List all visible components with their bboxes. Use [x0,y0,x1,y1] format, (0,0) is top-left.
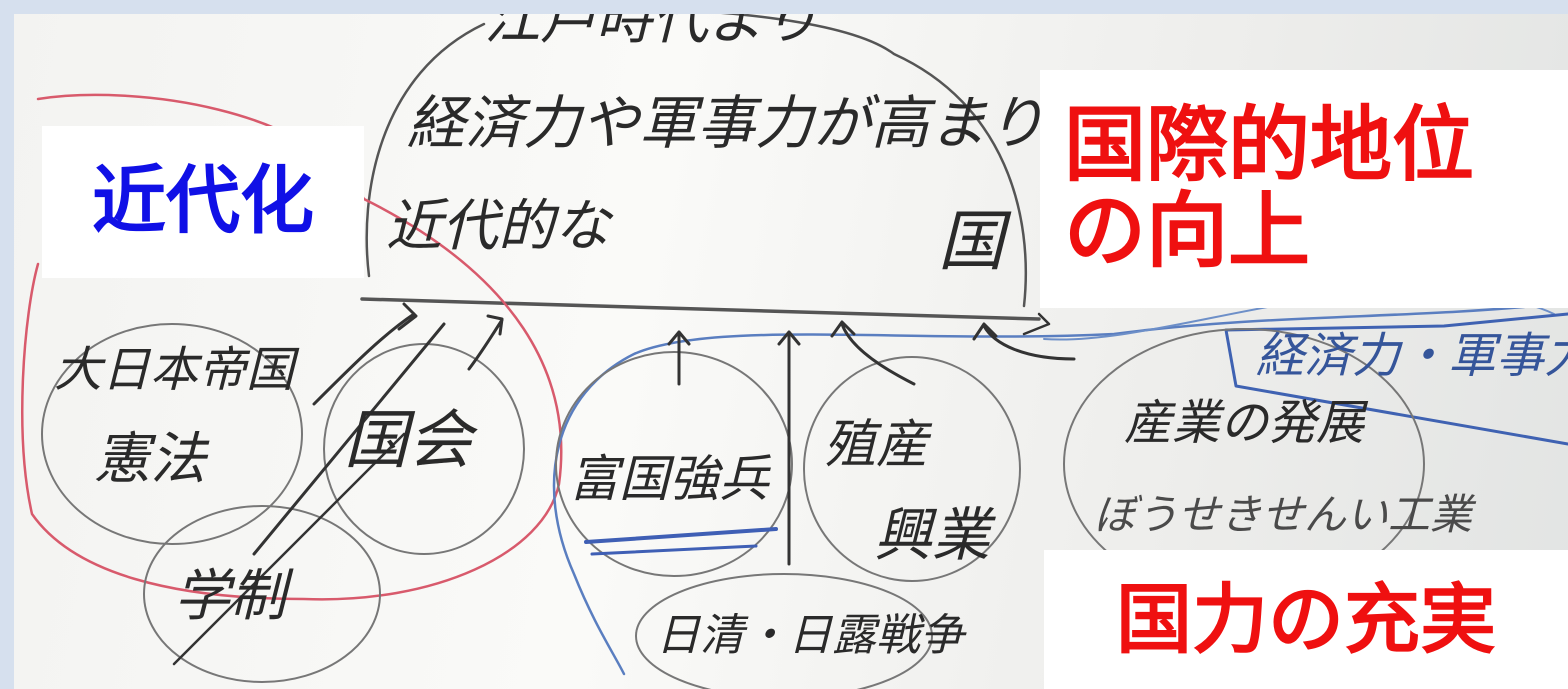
note-edo-period: 江戸時代より [484,14,819,52]
diagonal-line [252,322,446,556]
note-country: 国 [938,203,1004,280]
industry-text-line1: 産業の発展 [1124,395,1365,451]
label-international-status-line2: の向上 [1064,184,1311,279]
constitution-circle [41,323,303,545]
gakusei-circle [143,505,381,683]
gakusei-text: 学制 [174,564,286,629]
note-modern: 近代的な [386,194,610,259]
fukoku-kyohei-text: 富国強兵 [569,450,769,508]
label-national-strength-text: 国力の充実 [1116,574,1496,664]
underline [590,544,758,556]
wars-circle [635,573,933,689]
arrow [312,302,418,406]
label-international-status-line1: 国際的地位 [1064,97,1475,193]
top-bubble-outline [365,14,1028,308]
label-modernization-text: 近代化 [92,158,314,245]
label-modernization: 近代化 [42,126,364,278]
label-international-status: 国際的地位 の向上 [1040,70,1568,308]
constitution-text-line1: 大日本帝国 [54,342,295,398]
blue-box-note: 経済力・軍事力 [1256,328,1568,384]
blue-loop [552,302,1556,676]
wars-text: 日清・日露戦争 [656,610,964,661]
diet-circle [323,343,525,555]
label-international-status-text: 国際的地位 の向上 [1064,97,1475,279]
note-economy-military: 経済力や軍事力が高まり [407,89,1046,157]
arrow [467,314,504,371]
fukoku-circle [555,351,793,577]
industry-text-line2: ぼうせきせんい工業 [1094,490,1473,539]
underline [584,527,778,544]
diagonal-line [172,432,406,666]
blue-box [1224,312,1568,446]
shokusan-circle [803,356,1021,582]
diet-text: 国会 [344,404,472,478]
arrow [972,322,1076,361]
arrow [777,330,801,566]
connecting-line [360,297,1041,321]
shokusan-text-line1: 殖産 [824,415,929,475]
shokusan-text-line2: 興業 [874,501,991,569]
whiteboard: 江戸時代より 経済力や軍事力が高まり 近代的な 国 大日本帝国 憲法 国会 富国… [14,14,1568,689]
label-national-strength: 国力の充実 [1044,550,1568,689]
arrow [830,320,916,386]
arrow [667,330,691,386]
arrow [1022,312,1051,336]
constitution-text-line2: 憲法 [94,427,206,492]
